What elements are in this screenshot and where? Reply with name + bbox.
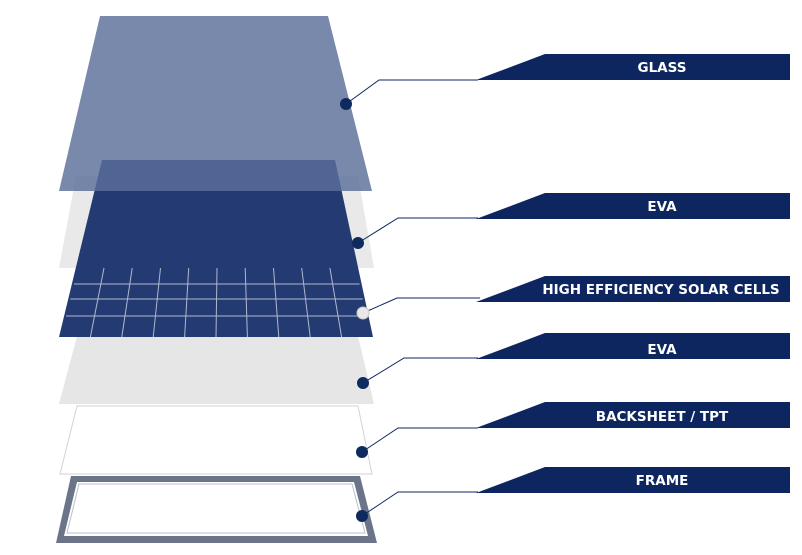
dot-glass	[340, 98, 352, 110]
label-frame-text: FRAME	[636, 473, 689, 489]
layer-dots	[340, 98, 370, 522]
dot-backsheet	[356, 446, 368, 458]
leader-line-eva-bottom	[362, 357, 478, 384]
backsheet-layer	[59, 405, 373, 475]
leader-line-eva-top	[357, 217, 478, 244]
dot-eva-bottom	[357, 377, 369, 389]
dot-eva-top	[352, 237, 364, 249]
label-eva-bottom-bg	[476, 333, 790, 359]
label-backsheet-text: BACKSHEET / TPT	[596, 409, 729, 425]
cell-grid-column-line	[244, 267, 248, 338]
cell-grid-column-line	[301, 267, 311, 338]
solar-cells-panel	[59, 160, 373, 337]
leader-line-frame	[361, 491, 478, 517]
cell-grid-column-line	[215, 267, 218, 338]
solar-cells-layer	[59, 160, 373, 338]
cell-grid-column-line	[329, 267, 343, 338]
label-backsheet: BACKSHEET / TPT	[476, 402, 790, 428]
label-backsheet-bg	[476, 402, 790, 428]
label-glass: GLASS	[476, 54, 790, 80]
leader-line-backsheet	[361, 427, 478, 453]
eva-bottom-layer	[59, 336, 374, 404]
label-eva-top: EVA	[476, 193, 790, 219]
label-banners: GLASS EVA HIGH EFFICIENCY SOLAR CELLS EV…	[476, 54, 790, 493]
label-solar-cells-text: HIGH EFFICIENCY SOLAR CELLS	[542, 282, 779, 298]
label-eva-top-bg	[476, 193, 790, 219]
label-solar-cells-bg	[476, 276, 790, 302]
cell-grid-column-line	[152, 267, 161, 338]
glass-layer	[59, 16, 372, 191]
label-frame-bg	[476, 467, 790, 493]
frame-inner-edge	[66, 483, 366, 534]
cell-grid-column-line	[273, 267, 280, 338]
cell-grid-column-line	[184, 267, 190, 338]
cell-grid-column-line	[121, 267, 133, 338]
cell-grid-column-line	[89, 267, 105, 338]
label-solar-cells: HIGH EFFICIENCY SOLAR CELLS	[476, 276, 790, 302]
label-eva-bottom: EVA	[476, 333, 790, 359]
frame-inner	[64, 482, 368, 536]
label-glass-text: GLASS	[638, 60, 687, 76]
leader-line-solar-cells	[362, 297, 480, 314]
dot-solar-cells	[356, 306, 370, 320]
label-glass-bg	[476, 54, 790, 80]
label-frame: FRAME	[476, 467, 790, 493]
leader-line-glass	[345, 79, 478, 105]
cell-grid	[66, 267, 367, 338]
dot-frame	[356, 510, 368, 522]
frame-layer	[56, 476, 377, 543]
label-eva-bottom-text: EVA	[647, 342, 677, 358]
label-eva-top-text: EVA	[647, 199, 677, 215]
leader-lines	[345, 79, 480, 517]
